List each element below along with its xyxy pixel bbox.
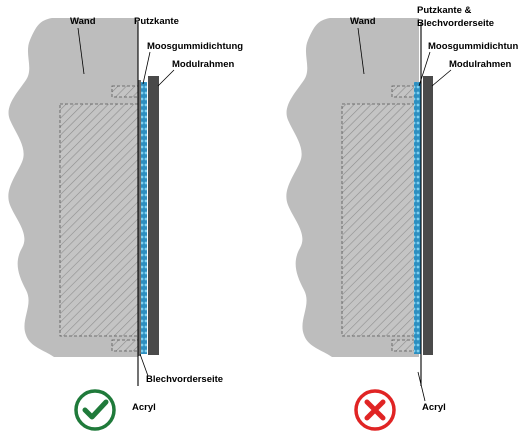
label-sheet-front-left: Blechvorderseite bbox=[146, 374, 223, 385]
sheet-front-left bbox=[138, 80, 141, 356]
label-plaster-edge-right-2: Blechvorderseite bbox=[417, 18, 494, 29]
hatched-box-right bbox=[341, 103, 421, 337]
label-wall-right: Wand bbox=[350, 16, 376, 27]
anchor-bottom-left bbox=[111, 339, 140, 352]
label-acrylic-left: Acryl bbox=[132, 402, 156, 413]
label-frame-left: Modulrahmen bbox=[172, 59, 234, 70]
hatched-box-left bbox=[59, 103, 141, 337]
seal-right bbox=[414, 82, 421, 354]
anchor-top-left bbox=[111, 85, 140, 98]
label-frame-right: Modulrahmen bbox=[449, 59, 511, 70]
label-plaster-edge-right-1: Putzkante & bbox=[417, 5, 472, 16]
right-panel: Wand Putzkante & Blechvorderseite Moosgu… bbox=[286, 5, 518, 431]
label-seal-right: Moosgummidichtung bbox=[428, 41, 518, 52]
left-panel: Wand Putzkante Moosgummidichtung Modulra… bbox=[8, 16, 243, 431]
label-seal-left: Moosgummidichtung bbox=[147, 41, 243, 52]
label-wall-left: Wand bbox=[70, 16, 96, 27]
label-plaster-edge-left: Putzkante bbox=[134, 16, 179, 27]
cross-icon bbox=[354, 389, 396, 431]
label-acrylic-right: Acryl bbox=[422, 402, 446, 413]
module-frame-right bbox=[423, 76, 433, 355]
module-frame-left bbox=[148, 76, 159, 355]
check-icon bbox=[74, 389, 116, 431]
seal-left bbox=[141, 82, 147, 354]
